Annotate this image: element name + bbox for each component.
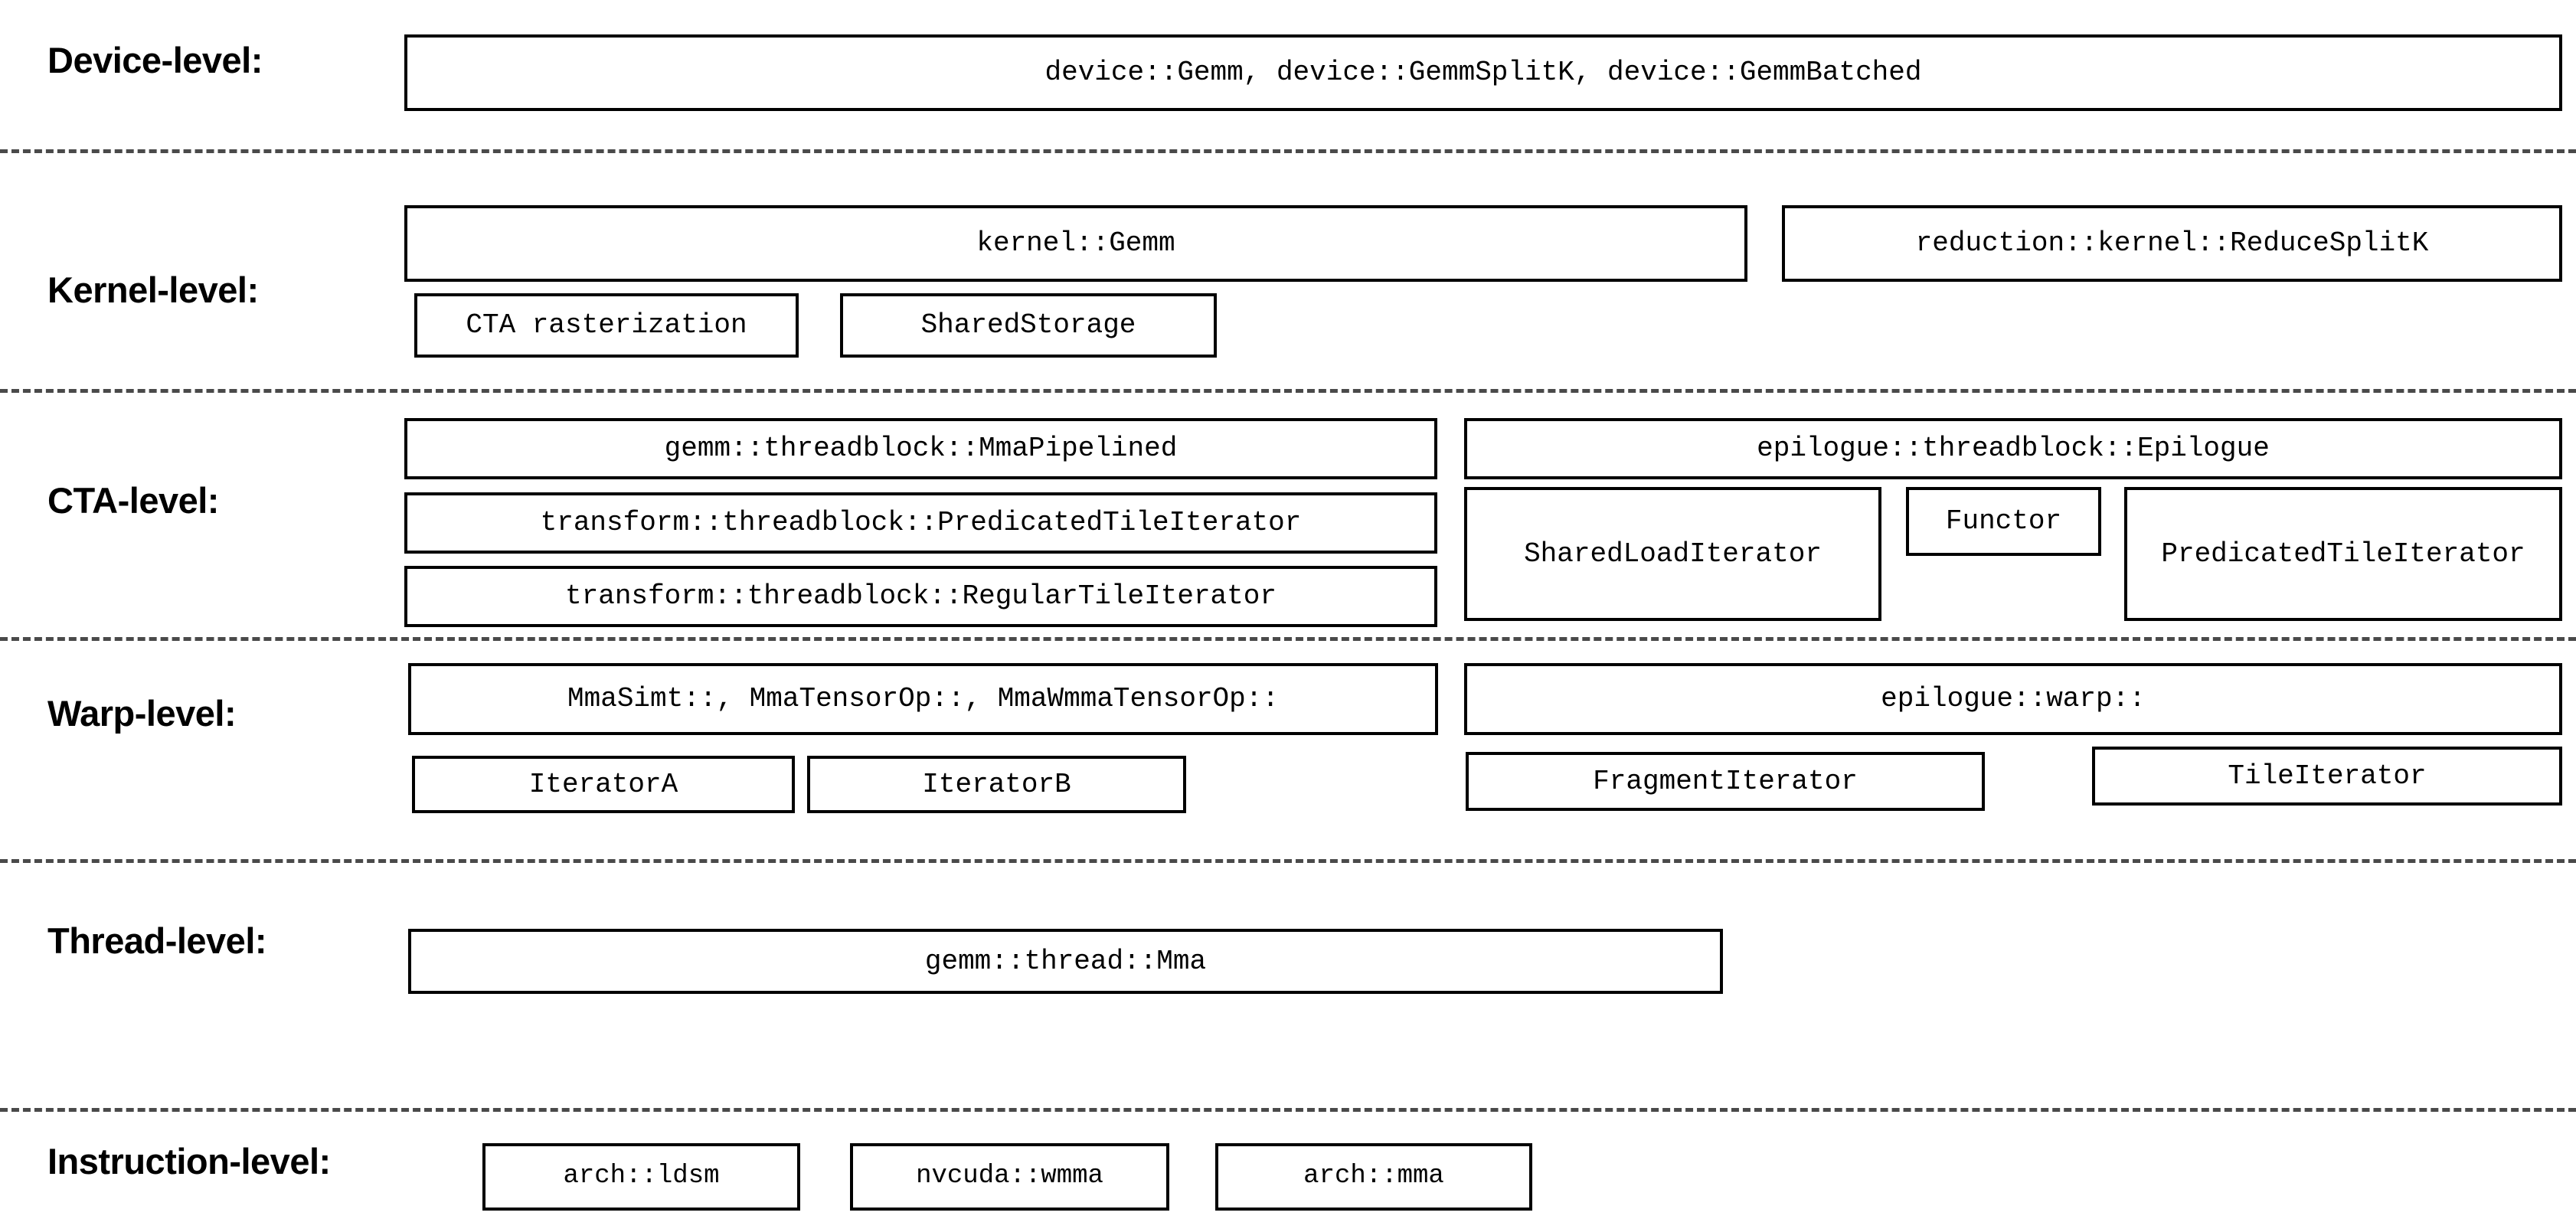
separator-warp-thread: [0, 859, 2576, 863]
box-shared-storage[interactable]: SharedStorage: [840, 293, 1217, 358]
level-label-warp: Warp-level:: [47, 693, 237, 734]
box-iterator-a[interactable]: IteratorA: [412, 756, 795, 813]
box-transform-threadblock-predicatedtileiterator[interactable]: transform::threadblock::PredicatedTileIt…: [404, 492, 1437, 554]
box-gemm-threadblock-mmapipelined[interactable]: gemm::threadblock::MmaPipelined: [404, 418, 1437, 479]
box-kernel-gemm[interactable]: kernel::Gemm: [404, 205, 1747, 282]
box-tileiterator[interactable]: TileIterator: [2092, 747, 2562, 806]
box-nvcuda-wmma[interactable]: nvcuda::wmma: [850, 1143, 1169, 1211]
box-sharedloaditerator[interactable]: SharedLoadIterator: [1464, 487, 1881, 621]
box-transform-threadblock-regulartileiterator[interactable]: transform::threadblock::RegularTileItera…: [404, 566, 1437, 627]
separator-kernel-cta: [0, 389, 2576, 393]
box-gemm-thread-mma[interactable]: gemm::thread::Mma: [408, 929, 1723, 994]
box-fragmentiterator[interactable]: FragmentIterator: [1466, 752, 1985, 811]
box-epilogue-warp[interactable]: epilogue::warp::: [1464, 663, 2562, 735]
level-label-cta: CTA-level:: [47, 480, 219, 521]
box-reduction-kernel-reducesplitk[interactable]: reduction::kernel::ReduceSplitK: [1782, 205, 2562, 282]
box-predicatedtileiterator[interactable]: PredicatedTileIterator: [2124, 487, 2562, 621]
box-functor[interactable]: Functor: [1906, 487, 2101, 556]
separator-cta-warp: [0, 637, 2576, 641]
box-device-gemm[interactable]: device::Gemm, device::GemmSplitK, device…: [404, 34, 2562, 111]
box-iterator-b[interactable]: IteratorB: [807, 756, 1186, 813]
box-arch-ldsm[interactable]: arch::ldsm: [482, 1143, 800, 1211]
level-label-device: Device-level:: [47, 40, 263, 80]
level-label-thread: Thread-level:: [47, 920, 267, 961]
box-arch-mma[interactable]: arch::mma: [1215, 1143, 1532, 1211]
level-label-instruction: Instruction-level:: [47, 1141, 331, 1181]
box-warp-mma-ops[interactable]: MmaSimt::, MmaTensorOp::, MmaWmmaTensorO…: [408, 663, 1438, 735]
box-cta-rasterization[interactable]: CTA rasterization: [414, 293, 799, 358]
separator-device-kernel: [0, 149, 2576, 153]
level-label-kernel: Kernel-level:: [47, 270, 259, 310]
box-epilogue-threadblock-epilogue[interactable]: epilogue::threadblock::Epilogue: [1464, 418, 2562, 479]
separator-thread-instruction: [0, 1108, 2576, 1112]
